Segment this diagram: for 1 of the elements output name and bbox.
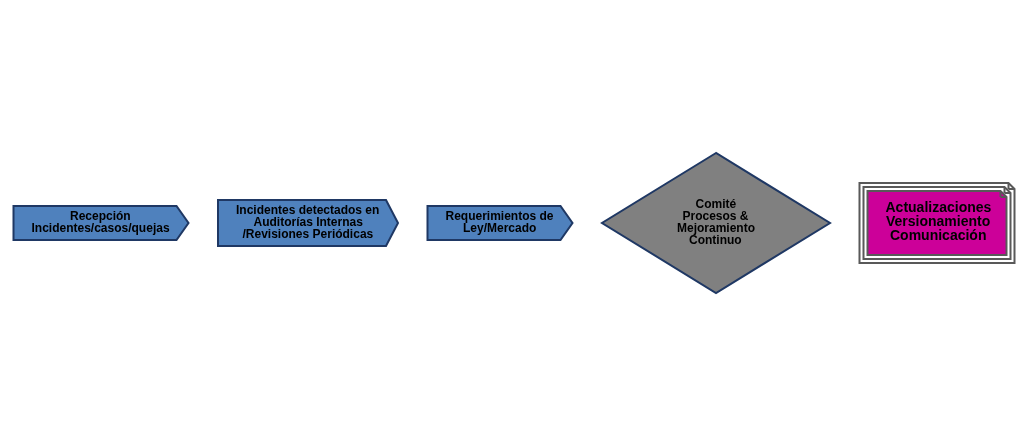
node-diamond: Comité Procesos & Mejoramiento Continuo: [600, 151, 832, 294]
